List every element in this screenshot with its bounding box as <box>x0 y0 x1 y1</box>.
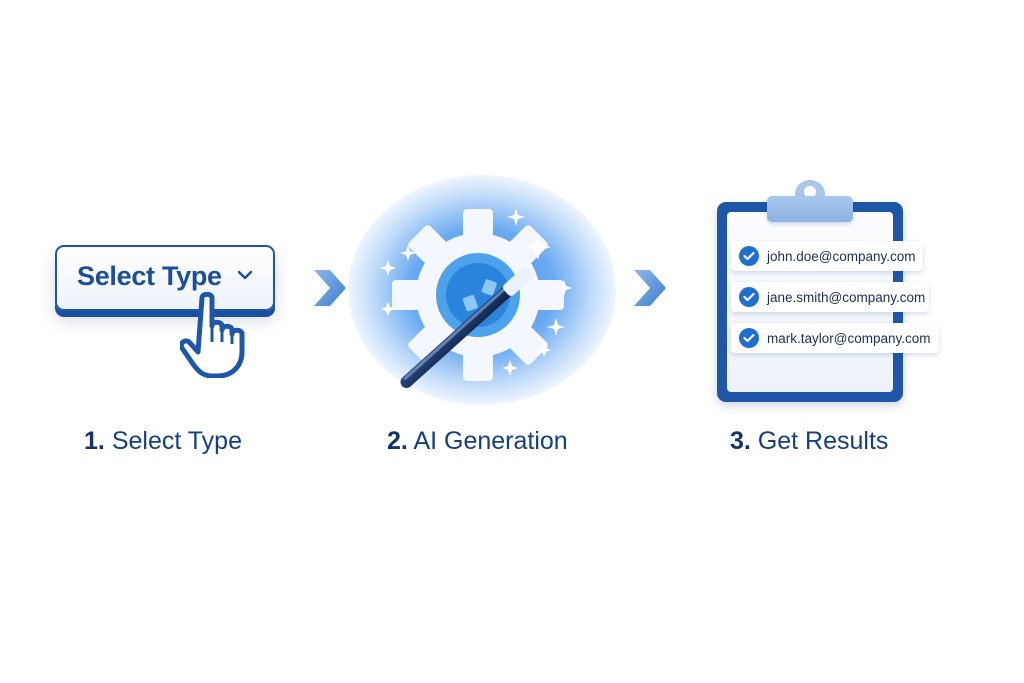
chevron-right-arrow-icon <box>634 270 666 306</box>
chevron-right-arrow-icon <box>314 270 346 306</box>
step-title: Get Results <box>757 427 889 455</box>
check-circle-icon <box>739 287 759 307</box>
result-email: mark.taylor@company.com <box>767 330 931 346</box>
gear-magic-wand-icon <box>380 208 572 388</box>
chevron-down-icon <box>237 270 253 280</box>
check-circle-icon <box>739 246 759 266</box>
check-circle-icon <box>739 328 759 348</box>
clipboard-hole <box>804 186 816 198</box>
step-2-caption: 2. AI Generation <box>387 427 568 456</box>
step-3-caption: 3. Get Results <box>730 427 888 456</box>
result-item: john.doe@company.com <box>731 241 923 271</box>
clipboard-clip <box>767 196 853 222</box>
step-number: 2. <box>387 427 408 455</box>
result-email: jane.smith@company.com <box>767 289 926 305</box>
step-title: AI Generation <box>413 427 568 455</box>
result-email: john.doe@company.com <box>767 248 916 264</box>
result-item: mark.taylor@company.com <box>731 323 939 353</box>
step-number: 1. <box>84 427 105 455</box>
result-item: jane.smith@company.com <box>731 282 929 312</box>
pointer-hand-icon <box>180 292 245 378</box>
step-number: 3. <box>730 427 751 455</box>
select-type-dropdown[interactable]: Select Type <box>55 245 275 311</box>
select-type-label: Select Type <box>77 261 222 291</box>
step-title: Select Type <box>111 427 242 455</box>
step-1-caption: 1. Select Type <box>84 427 242 456</box>
